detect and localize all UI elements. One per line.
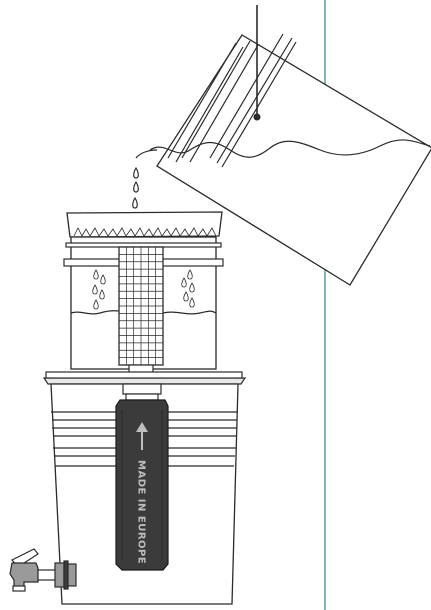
- carbon-cartridge: [115, 399, 169, 571]
- lower-lid: [42, 377, 247, 385]
- bag-seal-line: [181, 40, 251, 159]
- lower-container: MADE IN EUROPE: [42, 371, 247, 605]
- water-drop-icon: [99, 289, 105, 300]
- bag-seal-line: [175, 46, 244, 163]
- cartridge-connector: [122, 383, 162, 395]
- water-drop-icon: [93, 299, 99, 310]
- cartridge-connector-ring: [125, 393, 159, 401]
- water-drop-icon: [100, 274, 106, 285]
- mesh-grid: [119, 247, 163, 365]
- cartridge-label: MADE IN EUROPE: [136, 460, 147, 564]
- bag-seal-line: [209, 33, 284, 159]
- prefilter-cloth: [66, 211, 223, 238]
- falling-drops: [132, 166, 139, 209]
- bag-seal-line: [216, 37, 293, 164]
- pouring-bag: [135, 5, 431, 286]
- upper-drops-left: [92, 269, 106, 310]
- water-drop-icon: [133, 166, 139, 179]
- bag-seal-line: [189, 44, 259, 163]
- bag-seal-line: [167, 42, 237, 159]
- water-drop-icon: [189, 282, 195, 293]
- water-drop-icon: [93, 269, 99, 280]
- lower-lid-top: [45, 371, 243, 379]
- prefilter-fringe: [73, 227, 217, 237]
- water-drop-icon: [181, 277, 187, 288]
- water-drop-icon: [92, 284, 98, 295]
- water-drop-icon: [189, 297, 195, 308]
- bag-outline: [156, 34, 431, 286]
- arrow-up-icon: [136, 422, 148, 450]
- water-drop-icon: [187, 269, 193, 280]
- water-drop-icon: [132, 196, 138, 209]
- faucet-nut-inner: [67, 563, 77, 587]
- hanging-pin-head: [253, 113, 261, 121]
- pour-stream: [135, 149, 158, 159]
- water-drop-icon: [183, 291, 189, 302]
- bag-seal-line: [221, 41, 297, 168]
- bag-water-surface: [149, 139, 431, 158]
- upper-container: [63, 211, 224, 378]
- water-drop-icon: [133, 180, 139, 193]
- upper-water-line: [162, 310, 217, 315]
- faucet-icon: [9, 548, 77, 592]
- faucet-spout-ring: [12, 585, 26, 592]
- upper-drops-right: [181, 269, 195, 308]
- faucet-nut: [54, 562, 65, 588]
